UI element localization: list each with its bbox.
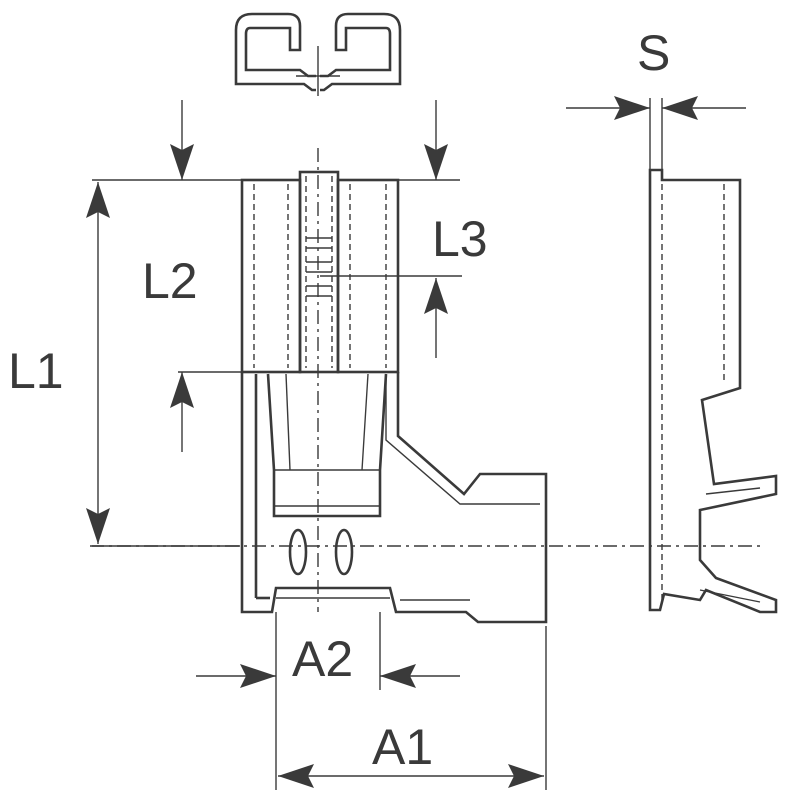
label-l3: L3 [432, 211, 488, 267]
dimension-s [566, 96, 746, 120]
dimension-a2 [196, 612, 460, 690]
label-l2: L2 [142, 253, 198, 309]
dimension-l2 [170, 100, 242, 452]
dimension-l3 [320, 100, 462, 358]
label-a2: A2 [292, 631, 353, 687]
dimension-l1 [86, 179, 300, 547]
label-s: S [637, 25, 670, 81]
label-l1: L1 [8, 343, 64, 399]
front-view [240, 148, 548, 624]
dimension-a1 [275, 626, 547, 790]
label-a1: A1 [372, 719, 433, 775]
cross-section-view [234, 12, 402, 96]
side-view [648, 98, 778, 614]
